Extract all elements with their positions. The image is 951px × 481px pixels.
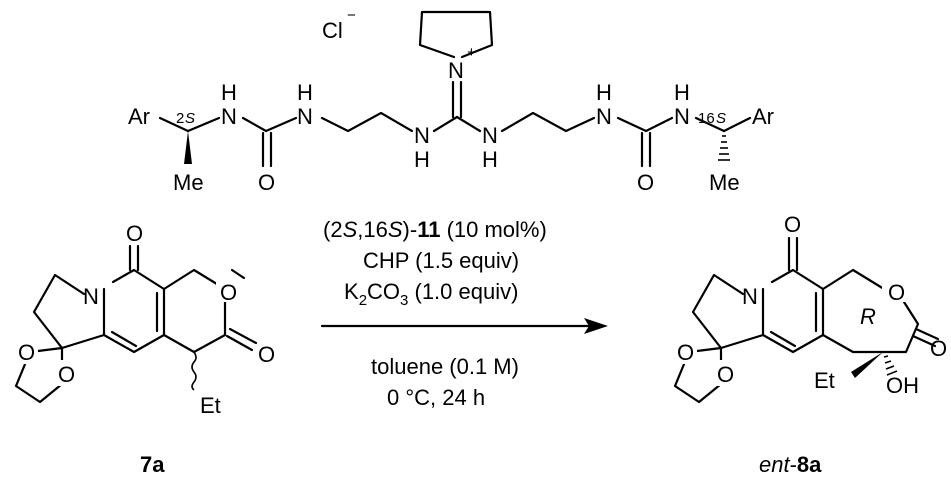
- pr-lactone-o: O: [930, 336, 947, 361]
- right-stereo-letter: S: [716, 110, 726, 127]
- left-stereocenter-bond-n: [186, 116, 221, 133]
- base-line: K2CO3 (1.0 equiv): [344, 279, 518, 309]
- product-compound-label: ent-8a: [759, 452, 822, 477]
- linker-h-right: H: [596, 80, 612, 105]
- left-ar: Ar: [128, 104, 150, 129]
- sm-lactone-co-a: [225, 334, 254, 352]
- urea-h-left: H: [221, 80, 237, 105]
- pr-oh: OH: [886, 373, 919, 398]
- pr-et-wedge: [851, 352, 883, 378]
- pr-dioxolane-o2: O: [717, 362, 734, 387]
- guanidine-h-left: H: [414, 147, 430, 172]
- guanidine-n-left: N: [414, 123, 430, 148]
- right-ar: Ar: [752, 104, 774, 129]
- urea-n-left: N: [221, 104, 237, 129]
- pr-pyridone-ring: [761, 268, 825, 354]
- pr-dioxolane-o1: O: [677, 340, 694, 365]
- right-stereo-num: 16: [698, 110, 715, 127]
- pr-pyrrolidine: [691, 273, 765, 350]
- reaction-conditions: (2S,16S)-11 (10 mol%) CHP (1.5 equiv) K2…: [320, 217, 608, 410]
- left-urea-o: O: [258, 170, 275, 195]
- pr-et: Et: [814, 368, 835, 393]
- guanidine-n-right: N: [482, 123, 498, 148]
- right-stereocenter-bond-ar: [722, 116, 752, 133]
- left-stereo-letter: S: [185, 110, 195, 127]
- sm-et: Et: [200, 393, 221, 418]
- pr-ketone-o: O: [784, 212, 801, 237]
- pr-lactone-ring: [821, 268, 892, 297]
- left-stereocenter-bond-ar: [158, 116, 190, 133]
- product-ent-8a: O N O O O O R Et OH: [673, 212, 947, 404]
- pyrrolidinium-charge: +: [467, 44, 476, 61]
- chloride-label: Cl: [322, 18, 343, 43]
- linker-n-left: N: [297, 104, 313, 129]
- sm-wavy-bond: [191, 351, 197, 391]
- left-urea-bonds: [241, 116, 298, 133]
- sm-ketone-o: O: [126, 221, 143, 246]
- guanidine-bond-left: [432, 115, 459, 133]
- pr-lactone-ring-lower: [821, 300, 920, 354]
- pr-lactone-co-b: [914, 327, 940, 341]
- right-urea-bonds: [616, 116, 674, 133]
- pyrrolidine-ring: [418, 10, 494, 59]
- right-hash-bond: [718, 135, 730, 161]
- linker-h-left: H: [297, 80, 313, 105]
- oxidant-line: CHP (1.5 equiv): [363, 248, 519, 273]
- right-me: Me: [709, 170, 740, 195]
- temperature-time-line: 0 °C, 24 h: [387, 385, 485, 410]
- sm-lactone-o: O: [258, 342, 275, 367]
- left-ethylene-linker: [320, 111, 414, 133]
- urea-h-right: H: [674, 80, 690, 105]
- sm-lactone-ring: [162, 268, 227, 354]
- linker-n-right: N: [596, 104, 612, 129]
- pr-stereo-r: R: [860, 304, 876, 329]
- left-me: Me: [173, 170, 204, 195]
- sm-lactone-ring-o: O: [220, 280, 237, 305]
- reaction-arrowhead: [584, 318, 608, 334]
- right-urea-o: O: [637, 170, 654, 195]
- catalyst-line: (2S,16S)-11 (10 mol%): [323, 217, 547, 242]
- pr-ring-double-1: [769, 330, 797, 348]
- sm-pyridone-ring: [102, 268, 166, 354]
- left-wedge-bond: [184, 131, 192, 164]
- right-ethylene-linker: [500, 111, 596, 133]
- chloride-charge: −: [347, 7, 356, 24]
- sm-dioxolane-o2: O: [58, 362, 75, 387]
- guanidine-bond-right: [455, 115, 482, 133]
- sm-compound-label: 7a: [140, 452, 165, 477]
- sm-ring-double-1: [110, 330, 138, 348]
- guanidine-h-right: H: [482, 147, 498, 172]
- right-stereocenter-bond-n: [694, 116, 726, 133]
- pr-lactone-ring-o: O: [888, 280, 905, 305]
- sm-ring-o-link: [230, 268, 246, 280]
- sm-lactone-co-b: [228, 327, 258, 345]
- solvent-line: toluene (0.1 M): [371, 354, 519, 379]
- pyrrolidinium-n: N: [448, 58, 464, 83]
- pr-ring-n: N: [742, 284, 758, 309]
- left-stereo-num: 2: [176, 110, 184, 127]
- sm-dioxolane-o1: O: [18, 340, 35, 365]
- catalyst-structure: Cl − N + N H N H N H O N H Ar 2 S: [128, 7, 774, 195]
- urea-n-right: N: [674, 104, 690, 129]
- sm-ring-n: N: [83, 284, 99, 309]
- starting-material-7a: O N O O O O Et: [14, 221, 275, 418]
- pr-oh-hash-bond: [883, 355, 898, 376]
- sm-pyrrolidine: [32, 273, 106, 350]
- pr-lactone-co-a: [911, 334, 937, 348]
